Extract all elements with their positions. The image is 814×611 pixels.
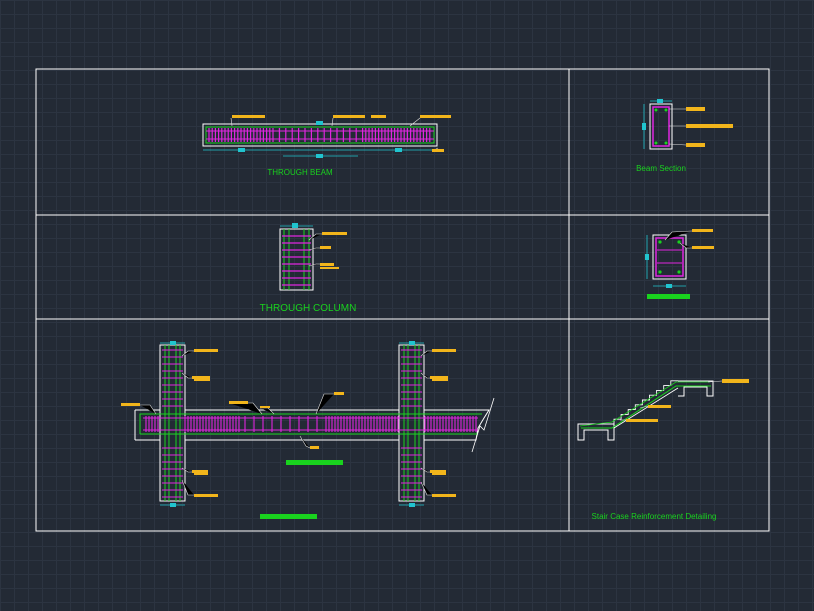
frame-beam-stirrups bbox=[145, 416, 477, 432]
stair-case-detail: Stair Case Reinforcement Detailing bbox=[577, 379, 749, 521]
beam-stirrups bbox=[208, 128, 431, 142]
column-section-detail bbox=[645, 229, 714, 299]
through-beam-title: THROUGH BEAM bbox=[267, 168, 333, 177]
frame-elevation-detail bbox=[121, 341, 495, 519]
through-column-title: THROUGH COLUMN bbox=[260, 303, 357, 314]
column-section-title-bar bbox=[647, 294, 690, 299]
through-column-detail: THROUGH COLUMN bbox=[260, 223, 357, 314]
frame-column-stirrups bbox=[162, 349, 422, 498]
stair-case-title: Stair Case Reinforcement Detailing bbox=[592, 512, 717, 521]
column-stirrups bbox=[282, 235, 311, 286]
beam-section-title: Beam Section bbox=[636, 164, 686, 173]
through-beam-detail: THROUGH BEAM bbox=[202, 115, 451, 177]
frame-elevation-title-bar bbox=[260, 514, 317, 519]
beam-section-detail: Beam Section bbox=[636, 99, 733, 173]
sheet-frame bbox=[35, 68, 770, 532]
frame-beam-title-bar bbox=[286, 460, 343, 465]
